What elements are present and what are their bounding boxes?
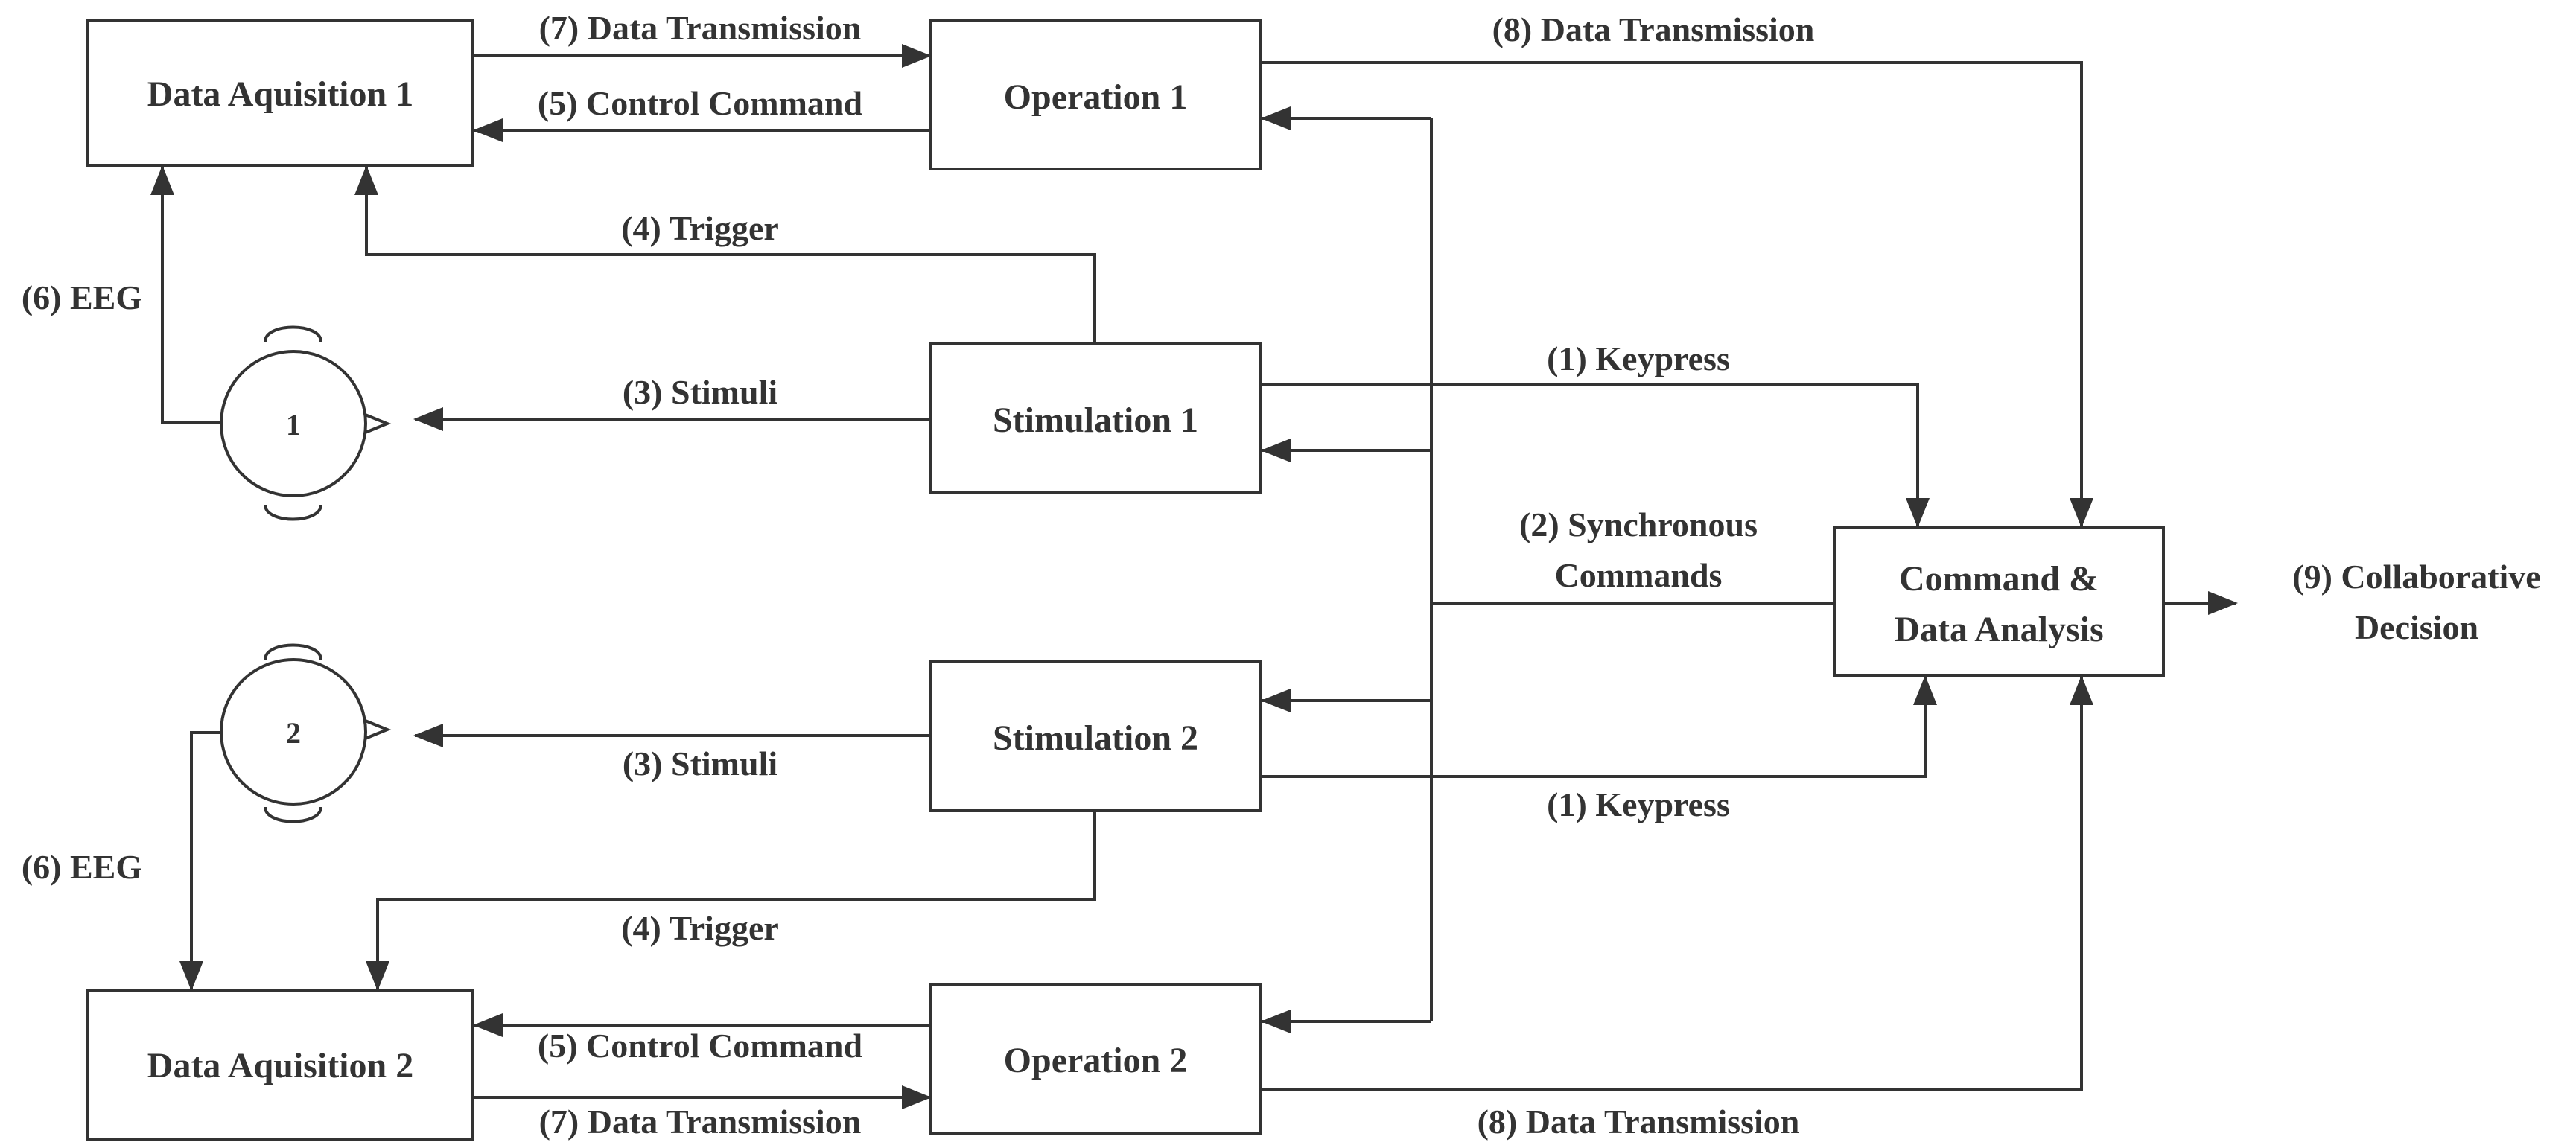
box-analysis-label-line1: Command & [1899,559,2099,599]
edge-op2-to-analysis [1261,675,2093,1091]
box-operation-2: Operation 2 [929,983,1262,1135]
label-stimuli-1: (3) Stimuli [623,373,778,411]
label-trigger-1: (4) Trigger [621,209,779,247]
box-data-aquisition-2-label: Data Aquisition 2 [147,1046,413,1085]
box-command-data-analysis: Command & Data Analysis [1833,526,2165,677]
box-stimulation-2: Stimulation 2 [929,660,1262,812]
label-trigger-2: (4) Trigger [621,909,779,947]
label-collaborative-decision-line2: Decision [2355,608,2478,646]
box-operation-1-label: Operation 1 [1004,77,1188,117]
label-keypress-2: (1) Keypress [1547,785,1730,823]
box-data-aquisition-1-label: Data Aquisition 1 [147,74,413,114]
box-stimulation-1-label: Stimulation 1 [993,401,1198,440]
participant-2-label: 2 [286,716,301,750]
box-data-aquisition-1: Data Aquisition 1 [86,19,474,167]
edge-eeg2-to-daq2 [179,731,222,991]
label-eeg-1: (6) EEG [22,278,142,316]
box-stimulation-2-label: Stimulation 2 [993,718,1198,758]
participant-2-head-icon: 2 [220,643,392,823]
box-stimulation-1: Stimulation 1 [929,342,1262,494]
label-synchronous-line1: (2) Synchronous [1519,506,1758,543]
edge-stim1-keypress-to-analysis [1261,383,1930,528]
edge-op1-to-analysis [1261,61,2093,528]
edge-eeg1-to-daq1 [150,165,222,424]
label-synchronous-line2: Commands [1555,556,1723,594]
edge-stim1-trigger-to-daq1 [354,165,1096,344]
box-operation-2-label: Operation 2 [1004,1041,1188,1080]
label-control-command-op2: (5) Control Command [538,1027,863,1065]
edge-stim2-trigger-to-daq2 [366,811,1096,991]
label-eeg-2: (6) EEG [22,848,142,886]
participant-1-label: 1 [286,408,301,441]
label-collaborative-decision-line1: (9) Collaborative [2292,558,2540,596]
label-data-transmission-op2: (7) Data Transmission [539,1103,862,1141]
edge-stim2-keypress-to-analysis [1261,675,1937,778]
label-keypress-1: (1) Keypress [1547,339,1730,377]
label-data-transmission-op1: (7) Data Transmission [539,9,862,47]
box-operation-1: Operation 1 [929,19,1262,170]
label-data-transmission-analysis-bottom: (8) Data Transmission [1478,1103,1800,1141]
label-stimuli-2: (3) Stimuli [623,744,778,782]
box-analysis-label-line2: Data Analysis [1894,610,2103,649]
box-data-aquisition-2: Data Aquisition 2 [86,989,474,1141]
label-data-transmission-analysis-top: (8) Data Transmission [1492,10,1815,48]
participant-1-head-icon: 1 [220,325,392,521]
label-control-command-op1: (5) Control Command [538,84,863,122]
